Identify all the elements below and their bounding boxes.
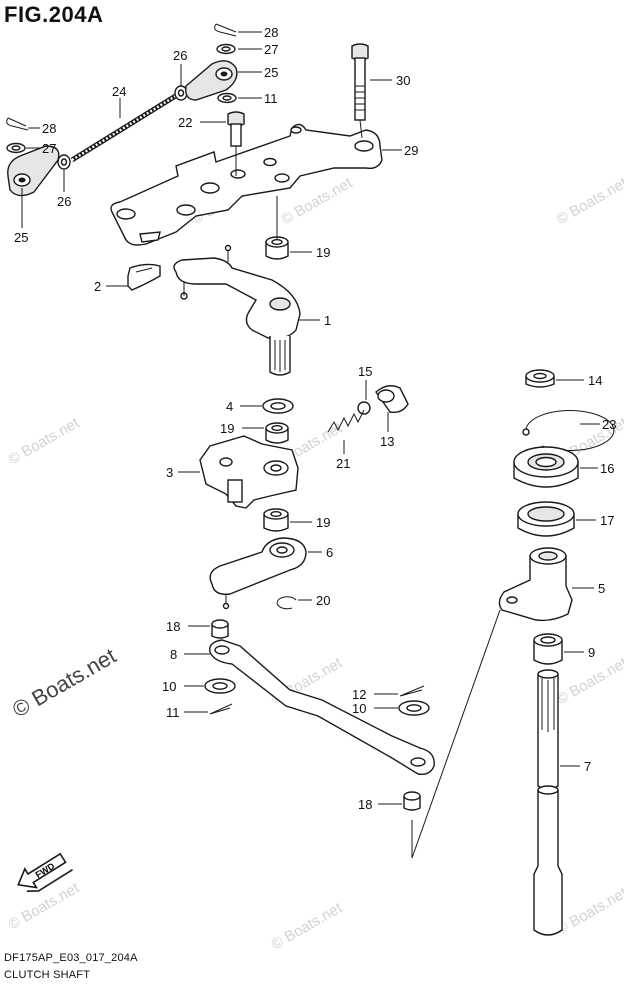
part-1-shift-lever — [173, 244, 301, 376]
callout-10-left: 10 — [162, 679, 176, 694]
assembly-guide-line — [411, 609, 501, 859]
callout-14: 14 — [588, 373, 602, 388]
watermark: © Boats.net — [554, 174, 624, 228]
callout-4: 4 — [226, 399, 233, 414]
callout-29: 29 — [404, 143, 418, 158]
callout-7: 7 — [584, 759, 591, 774]
part-3-clutch-block — [199, 435, 299, 509]
callout-27: 27 — [264, 42, 278, 57]
callout-10-right: 10 — [352, 701, 366, 716]
callout-11-low: 11 — [166, 705, 180, 720]
part-14-plug — [525, 369, 555, 388]
part-18-bush-upper — [211, 619, 229, 639]
part-2-spring-clip — [127, 263, 161, 291]
part-30-bolt — [351, 43, 369, 121]
callout-8: 8 — [170, 647, 177, 662]
part-21-spring — [327, 409, 365, 433]
part-22-bolt — [227, 111, 245, 147]
watermark: © Boats.net — [554, 654, 624, 708]
part-10-washer-right — [398, 700, 430, 716]
part-20-circlip — [276, 596, 297, 610]
callout-6: 6 — [326, 545, 333, 560]
part-18-bush-lower — [403, 791, 421, 811]
part-9-bushing — [533, 633, 563, 665]
callout-12: 12 — [352, 687, 366, 702]
callout-13: 13 — [380, 434, 394, 449]
watermark: © Boats.net — [554, 884, 624, 938]
part-11-cotter-pin — [209, 703, 233, 715]
part-17-seal — [517, 501, 575, 537]
part-4-washer — [262, 398, 294, 414]
callout-30: 30 — [396, 73, 410, 88]
callout-17: 17 — [600, 513, 614, 528]
callout-15: 15 — [358, 364, 372, 379]
callout-1: 1 — [324, 313, 331, 328]
part-13-sleeve — [375, 385, 409, 414]
callout-19-top: 19 — [316, 245, 330, 260]
figure-title: FIG.204A — [4, 2, 104, 27]
part-28-clip-top — [214, 23, 237, 37]
callout-27-left: 27 — [42, 141, 56, 156]
part-28-clip-left — [6, 117, 29, 131]
callout-20: 20 — [316, 593, 330, 608]
part-25-rod-end-top — [185, 60, 238, 101]
part-23-snap-ring — [522, 410, 615, 451]
callout-22: 22 — [178, 115, 192, 130]
watermark-main: © Boats.net — [8, 643, 120, 722]
callout-5: 5 — [598, 581, 605, 596]
part-11-washer-top — [217, 92, 237, 104]
callout-11: 11 — [264, 91, 278, 106]
model-code: DF175AP_E03_017_204A — [4, 952, 138, 964]
part-26-nut-left — [57, 154, 71, 170]
callout-2: 2 — [94, 279, 101, 294]
part-10-washer-left — [204, 678, 236, 694]
part-24-threaded-rod — [70, 89, 184, 163]
callout-9: 9 — [588, 645, 595, 660]
callout-labels: 28 27 26 25 30 11 24 22 28 27 29 26 25 1… — [14, 25, 616, 812]
callout-18-top: 18 — [166, 619, 180, 634]
part-5-shaft-housing — [498, 547, 573, 622]
part-6-lever-arm — [209, 537, 307, 610]
part-25-rod-end-left — [7, 145, 60, 197]
part-7-clutch-shaft — [533, 669, 563, 936]
callout-3: 3 — [166, 465, 173, 480]
callout-23: 23 — [602, 417, 616, 432]
part-19-bushing-top — [265, 236, 289, 260]
callout-16: 16 — [600, 461, 614, 476]
callout-25-left: 25 — [14, 230, 28, 245]
callout-19-low: 19 — [316, 515, 330, 530]
part-15-ball — [357, 401, 371, 415]
part-29-bracket — [110, 123, 383, 246]
callout-28: 28 — [264, 25, 278, 40]
callout-21: 21 — [336, 456, 350, 471]
callout-25: 25 — [264, 65, 278, 80]
callout-24: 24 — [112, 84, 126, 99]
callout-19-mid: 19 — [220, 421, 234, 436]
callout-leaders — [21, 31, 600, 805]
part-27-washer-top — [216, 43, 236, 55]
part-19-bushing-mid — [265, 422, 289, 444]
callout-26: 26 — [173, 48, 187, 63]
watermark: © Boats.net — [6, 414, 83, 468]
figure-caption: CLUTCH SHAFT — [4, 969, 91, 981]
part-19-bushing-low — [263, 508, 289, 532]
callout-28-left: 28 — [42, 121, 56, 136]
watermark: © Boats.net — [269, 899, 346, 953]
part-8-link-arm — [209, 639, 435, 776]
part-27-washer-left — [6, 142, 26, 154]
part-12-cotter-pin — [399, 685, 425, 697]
callout-18-low: 18 — [358, 797, 372, 812]
callout-26-left: 26 — [57, 194, 71, 209]
assembly-guide-line — [359, 119, 363, 139]
part-16-bearing — [513, 446, 579, 488]
